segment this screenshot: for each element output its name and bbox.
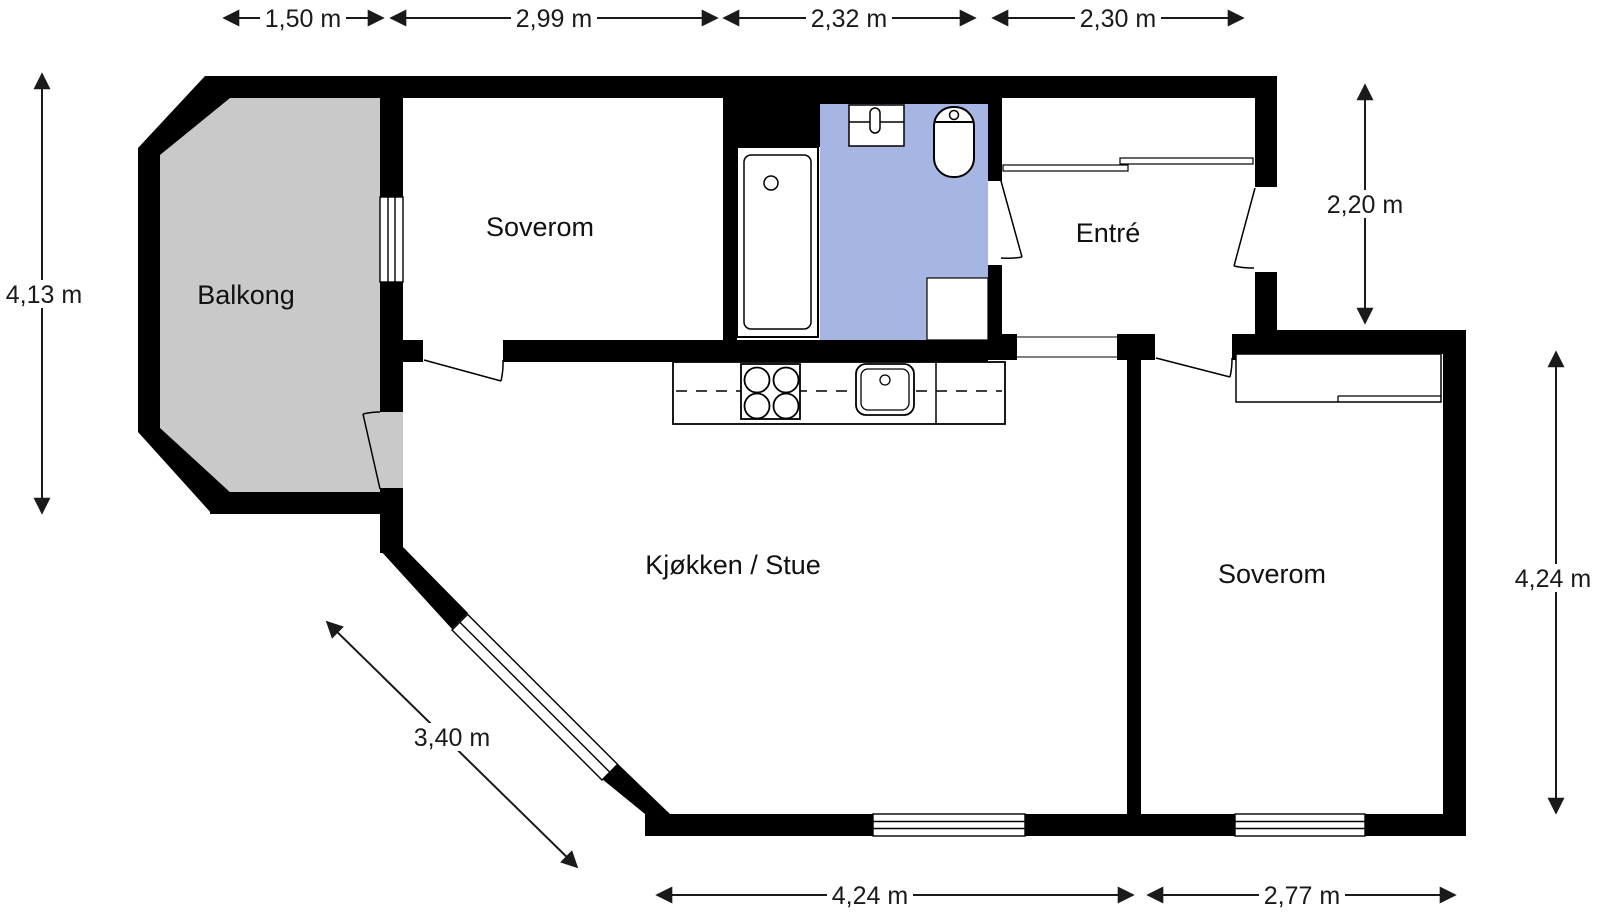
label-soverom-top: Soverom: [486, 212, 594, 242]
dim-label-top-2: 2,99 m: [516, 5, 592, 33]
bathroom-sink: [848, 104, 905, 147]
label-kjokken-stue: Kjøkken / Stue: [645, 550, 821, 580]
window-soverom-balcony: [379, 196, 404, 283]
label-entre: Entré: [1076, 218, 1141, 248]
dim-label-left: 4,13 m: [6, 281, 82, 309]
window-bedroom-bottom: [1234, 813, 1366, 837]
dim-label-diagonal: 3,40 m: [414, 724, 490, 752]
door-soverom-top: [423, 359, 504, 382]
kitchen-counter: [672, 361, 1006, 425]
walls: [138, 76, 1466, 836]
dim-label-bottom-left: 4,24 m: [832, 882, 908, 910]
wardrobe-entre: [1002, 157, 1254, 172]
door-bathroom: [1000, 180, 1023, 260]
bathroom-cabinet: [926, 277, 989, 341]
dim-label-top-4: 2,30 m: [1080, 5, 1156, 33]
wardrobe-bedroom: [1235, 353, 1442, 403]
kitchen-sink: [855, 363, 915, 416]
stove: [740, 363, 801, 420]
dim-label-right-upper: 2,20 m: [1327, 191, 1403, 219]
opening-living-entre: [1017, 336, 1117, 358]
dim-label-top-1: 1,50 m: [265, 5, 341, 33]
dim-label-top-3: 2,32 m: [811, 5, 887, 33]
window-diagonal-living: [451, 613, 619, 781]
balcony-floor: [160, 98, 403, 492]
door-balcony: [362, 411, 381, 490]
window-living-bottom: [872, 813, 1026, 837]
bathtub: [736, 146, 819, 338]
door-soverom-right: [1155, 357, 1233, 378]
label-soverom-right: Soverom: [1218, 559, 1326, 589]
dim-label-bottom-right: 2,77 m: [1264, 882, 1340, 910]
door-entrance: [1233, 187, 1256, 269]
toilet: [933, 106, 975, 178]
dim-label-right-lower: 4,24 m: [1515, 565, 1591, 593]
label-balkong: Balkong: [197, 280, 295, 310]
